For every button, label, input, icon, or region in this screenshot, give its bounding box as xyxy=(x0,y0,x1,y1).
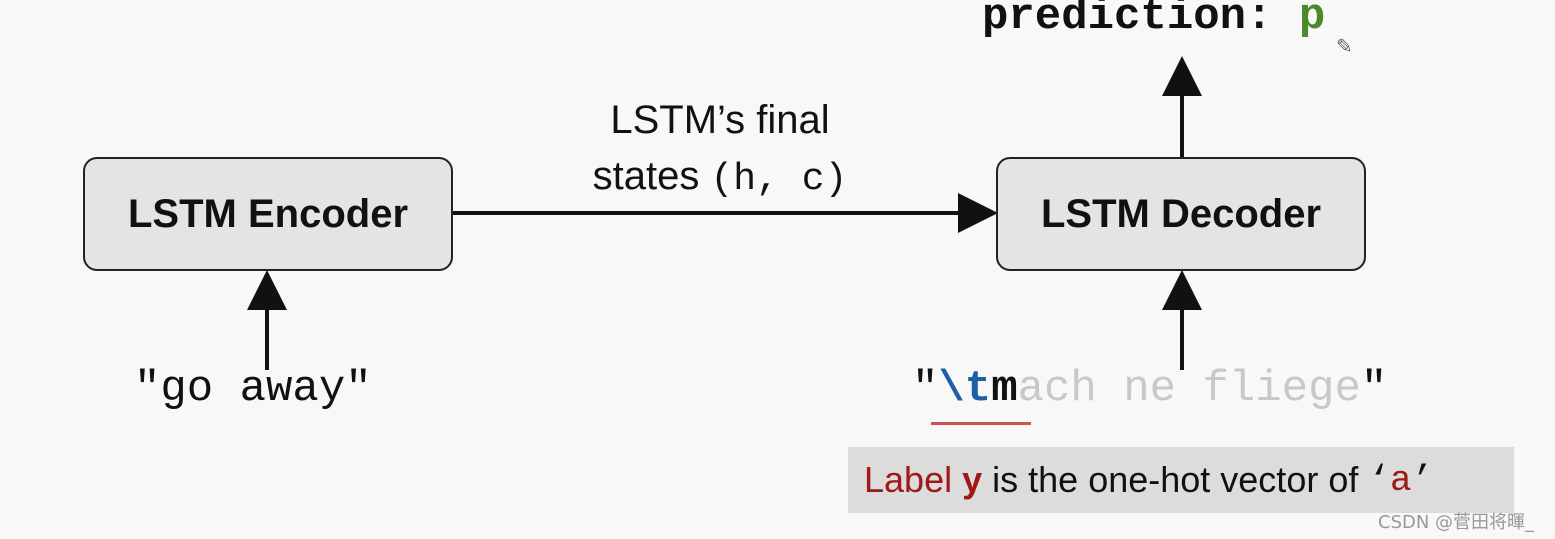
label-middle-text: is the one-hot vector of xyxy=(982,459,1369,500)
edge-label-line1: LSTM’s final xyxy=(610,98,830,142)
decoder-close-quote: " xyxy=(1360,364,1388,414)
lstm-encoder-label: LSTM Encoder xyxy=(127,191,409,236)
decoder-input-text: "\tmach ne fliege" xyxy=(912,364,1387,414)
encoder-input-text: "go away" xyxy=(134,364,372,414)
prediction-value: p xyxy=(1298,0,1326,42)
label-quote-close: ’ xyxy=(1411,459,1434,501)
edge-label: LSTM’s final states (h, c) xyxy=(560,92,880,208)
lstm-decoder-label: LSTM Decoder xyxy=(1040,191,1322,236)
label-y: y xyxy=(962,459,983,500)
label-note-box: Label y is the one-hot vector of ‘a’ xyxy=(848,447,1514,513)
decoder-start-token: \t xyxy=(938,364,992,414)
label-word: Label xyxy=(864,459,953,500)
label-token: ‘a’ xyxy=(1368,460,1433,501)
watermark: CSDN @菅田将暉_ xyxy=(1378,512,1535,533)
prediction-label: prediction: xyxy=(982,0,1273,42)
edge-label-code: (h, c) xyxy=(710,158,848,201)
decoder-current-char: m xyxy=(991,364,1018,414)
decoder-remaining-text: ach ne fliege xyxy=(1017,364,1361,414)
pencil-icon: ✎ xyxy=(1336,36,1353,58)
decoder-open-quote: " xyxy=(912,364,939,414)
lstm-encoder-box: LSTM Encoder xyxy=(83,157,453,271)
prediction-text: prediction: p xyxy=(982,0,1325,42)
edge-label-line2: states (h, c) xyxy=(560,148,880,208)
lstm-decoder-box: LSTM Decoder xyxy=(996,157,1366,271)
edge-label-states: states xyxy=(592,154,700,198)
label-quote-open: ‘ xyxy=(1368,459,1390,501)
decoder-input-underline xyxy=(931,422,1031,425)
label-char: a xyxy=(1389,459,1412,501)
